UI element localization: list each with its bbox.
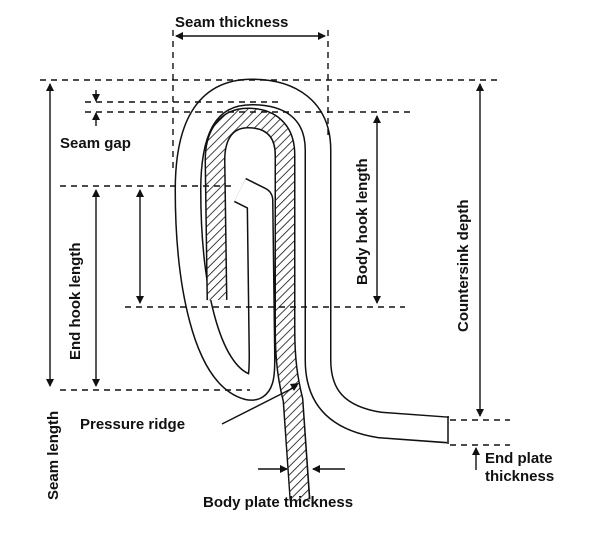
pressure-ridge-label: Pressure ridge	[80, 416, 185, 433]
seam-thickness-label: Seam thickness	[175, 14, 288, 31]
body-hook-length-label: Body hook length	[354, 158, 371, 285]
end-plate-thickness-label-line2: thickness	[485, 468, 554, 485]
countersink-depth-label: Countersink depth	[455, 199, 472, 332]
end-plate-thickness-label-line1: End plate	[485, 450, 553, 467]
seam-length-label: Seam length	[45, 411, 62, 500]
dimension-arrows	[46, 32, 484, 473]
end-hook-length-label: End hook length	[67, 243, 84, 361]
body-plate-thickness-label: Body plate thickness	[203, 494, 353, 511]
body-plate	[204, 107, 311, 503]
seam-gap-label: Seam gap	[60, 135, 131, 152]
end-plate	[174, 78, 451, 444]
reference-lines	[40, 30, 510, 446]
